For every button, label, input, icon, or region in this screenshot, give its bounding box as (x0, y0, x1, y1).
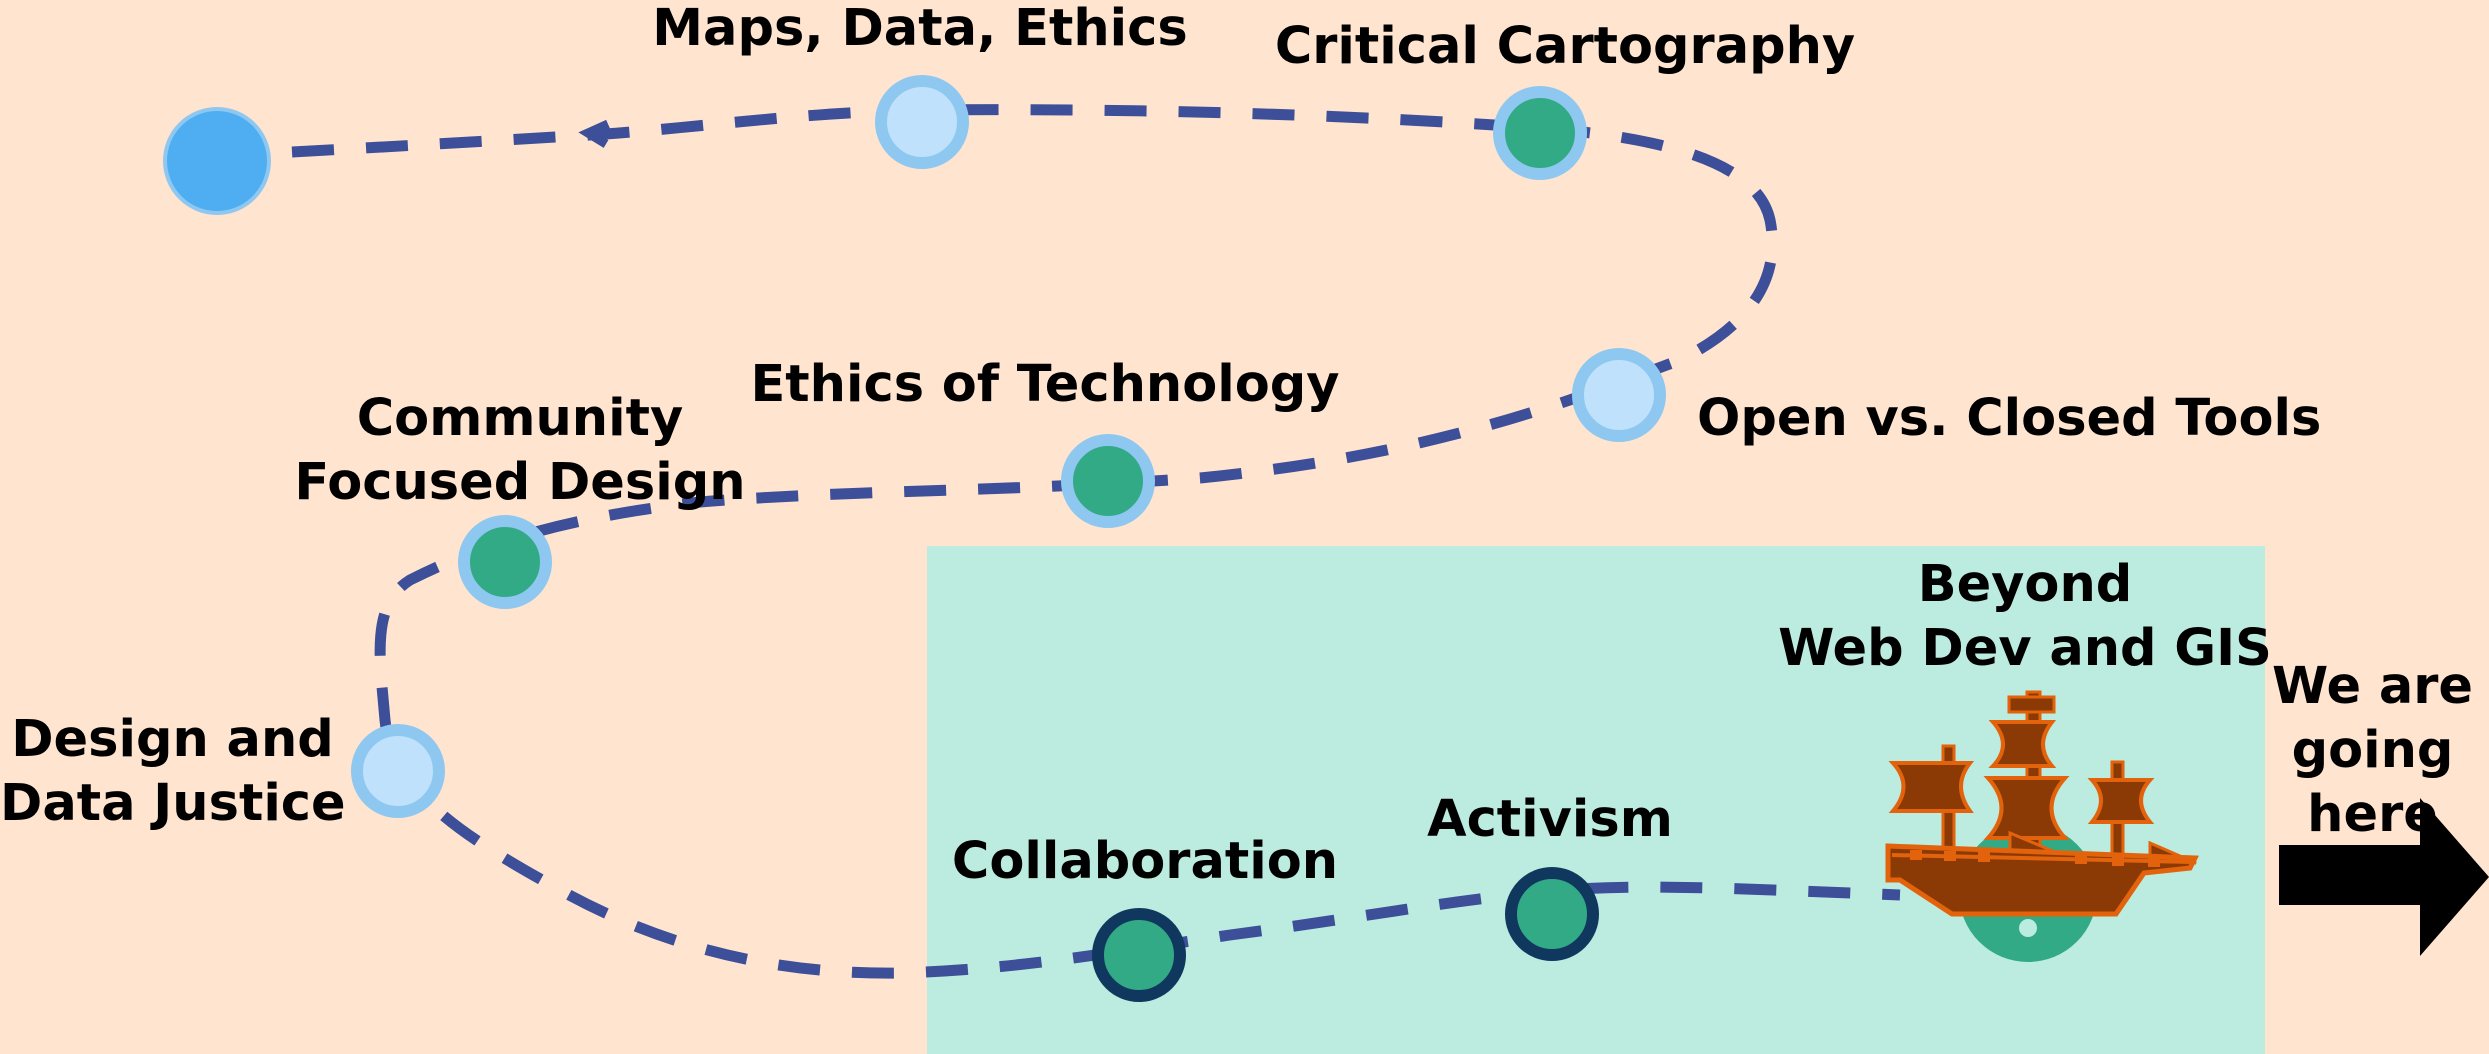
milestone-open-closed-tools (1572, 348, 1666, 442)
milestone-critical-cartography (1493, 86, 1587, 180)
label-design-line-2: Data Justice (0, 774, 346, 833)
label-activism-text: Activism (1427, 790, 1673, 849)
ship-icon (1885, 690, 2199, 962)
start-dot (163, 107, 271, 215)
milestone-maps-data-ethics (875, 75, 969, 169)
label-going-line-1: We are (2272, 657, 2473, 716)
label-we-are-going-here: We are going here (2265, 655, 2480, 847)
label-design-line-1: Design and (11, 710, 334, 769)
label-open-text: Open vs. Closed Tools (1697, 389, 2322, 448)
label-going-line-3: here (2307, 785, 2438, 844)
label-activism: Activism (1365, 788, 1735, 852)
label-community-focused-design: Community Focused Design (265, 387, 775, 515)
milestone-ethics-of-technology (1061, 434, 1155, 528)
label-ethics-of-technology: Ethics of Technology (735, 353, 1355, 417)
label-collaboration: Collaboration (900, 830, 1390, 894)
label-beyond-web-dev-gis: Beyond Web Dev and GIS (1760, 553, 2290, 681)
milestone-design-data-justice (351, 724, 445, 818)
milestone-community-focused-design (458, 515, 552, 609)
milestone-collaboration (1092, 908, 1186, 1002)
label-collaboration-text: Collaboration (951, 832, 1339, 891)
label-maps-text: Maps, Data, Ethics (652, 0, 1188, 58)
arrow-right-icon (2279, 798, 2489, 956)
label-design-data-justice: Design and Data Justice (0, 708, 346, 836)
milestone-activism (1505, 867, 1599, 961)
label-beyond-line-1: Beyond (1917, 555, 2133, 614)
label-community-line-1: Community (356, 389, 684, 448)
label-going-line-2: going (2291, 721, 2454, 780)
label-beyond-line-2: Web Dev and GIS (1778, 619, 2272, 678)
label-community-line-2: Focused Design (294, 453, 746, 512)
label-critical-cartography: Critical Cartography (1270, 15, 1860, 79)
label-ethics-text: Ethics of Technology (750, 355, 1340, 414)
label-critical-text: Critical Cartography (1274, 17, 1856, 76)
chevron-left-icon (578, 119, 610, 148)
label-maps-data-ethics: Maps, Data, Ethics (640, 0, 1200, 61)
label-open-closed-tools: Open vs. Closed Tools (1697, 387, 2322, 451)
